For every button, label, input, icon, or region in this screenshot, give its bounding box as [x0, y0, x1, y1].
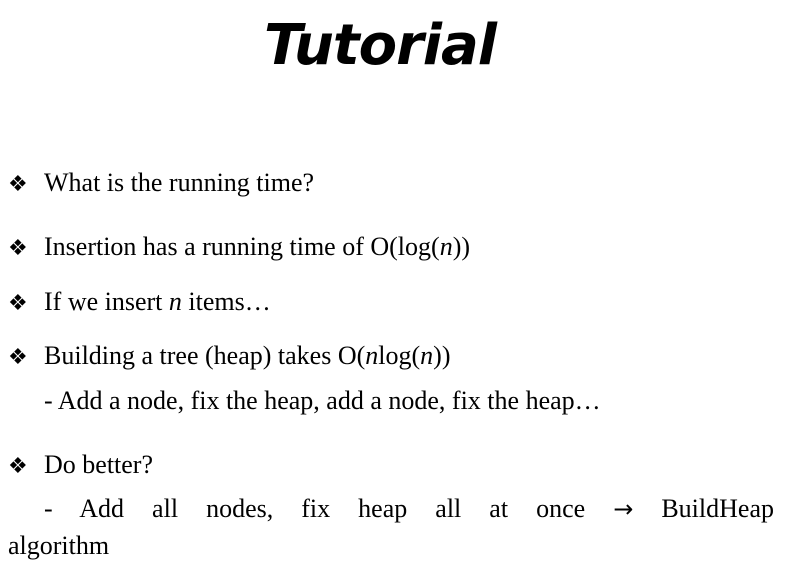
diamond-bullet-icon: ❖	[8, 291, 28, 316]
variable-n: n	[439, 232, 453, 261]
slide-title: Tutorial	[264, 13, 497, 78]
diamond-bullet-icon: ❖	[8, 454, 28, 479]
sub-bullet-continuation: algorithm	[8, 531, 110, 560]
bullet-building-tree: ❖Building a tree (heap) takes O(nlog(n))	[8, 341, 451, 373]
bullet-text-post: ))	[452, 232, 471, 261]
sub-bullet-text-post: BuildHeap	[661, 494, 774, 523]
bullet-insertion: ❖ Insertion has a running time of O(log(n…	[8, 232, 470, 264]
sub-bullet-add-all-nodes: - Add all nodes, fix heap all at once → …	[8, 494, 774, 524]
right-arrow-icon: →	[613, 495, 634, 523]
diamond-bullet-icon: ❖	[8, 236, 28, 261]
bullet-text: What is the running time?	[44, 168, 315, 197]
sub-bullet-text-pre: - Add all nodes, fix heap all at once	[44, 494, 586, 523]
sub-bullet-add-node: - Add a node, fix the heap, add a node, …	[44, 386, 601, 415]
bullet-text: Do better?	[44, 450, 154, 479]
bullet-insert-n-items: ❖ If we insert n items…	[8, 287, 271, 319]
variable-n: n	[168, 287, 182, 316]
bullet-text-post: items…	[181, 287, 271, 316]
variable-n: n	[365, 341, 379, 370]
bullet-do-better: ❖ Do better?	[8, 450, 153, 482]
bullet-text-post: ))	[433, 341, 451, 370]
diamond-bullet-icon: ❖	[8, 172, 28, 197]
diamond-bullet-icon: ❖	[8, 345, 28, 370]
bullet-text-pre: If we insert	[44, 287, 169, 316]
bullet-running-time: ❖ What is the running time?	[8, 168, 314, 200]
bullet-text-pre: Building a tree (heap) takes O(	[44, 341, 366, 370]
bullet-text-mid: log(	[378, 341, 421, 370]
variable-n: n	[420, 341, 434, 370]
bullet-text-pre: Insertion has a running time of O(log(	[44, 232, 440, 261]
